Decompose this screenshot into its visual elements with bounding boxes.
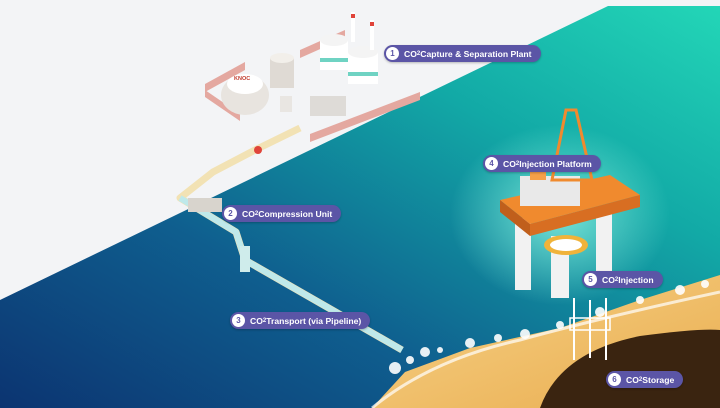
callout-subscript: 2 (614, 276, 619, 283)
callout-label: Capture & Separation Plant (420, 48, 532, 59)
callout-prefix: CO (242, 208, 255, 219)
callout-prefix: CO (404, 48, 417, 59)
step-number: 6 (608, 373, 621, 386)
knoc-logo: KNOC (234, 76, 250, 82)
step-number: 1 (386, 47, 399, 60)
step-number: 4 (485, 157, 498, 170)
callout-prefix: CO (626, 374, 639, 385)
injection-platform (500, 108, 640, 360)
callout-label: Storage (642, 374, 675, 385)
compression-unit (188, 198, 222, 212)
callout-subscript: 2 (262, 317, 267, 324)
callout-prefix: CO (250, 315, 263, 326)
step-number: 3 (232, 314, 245, 327)
callout-label: Compression Unit (258, 208, 333, 219)
plant-tanks (221, 12, 378, 116)
pipeline (176, 124, 404, 354)
step-number: 2 (224, 207, 237, 220)
callout-prefix: CO (503, 158, 516, 169)
callout-subscript: 2 (254, 210, 259, 217)
callout-label: Injection (618, 274, 654, 285)
shoreline-foam (371, 290, 720, 408)
callout-subscript: 2 (515, 160, 520, 167)
storage-reservoir (540, 329, 720, 408)
callout-label: Transport (via Pipeline) (266, 315, 362, 326)
callout-subscript: 2 (638, 376, 643, 383)
foam-bubbles (389, 280, 709, 374)
callout-prefix: CO (602, 274, 615, 285)
callout-label: Injection Platform (519, 158, 592, 169)
step-number: 5 (584, 273, 597, 286)
sea-area (0, 6, 720, 408)
callout-subscript: 2 (416, 50, 421, 57)
